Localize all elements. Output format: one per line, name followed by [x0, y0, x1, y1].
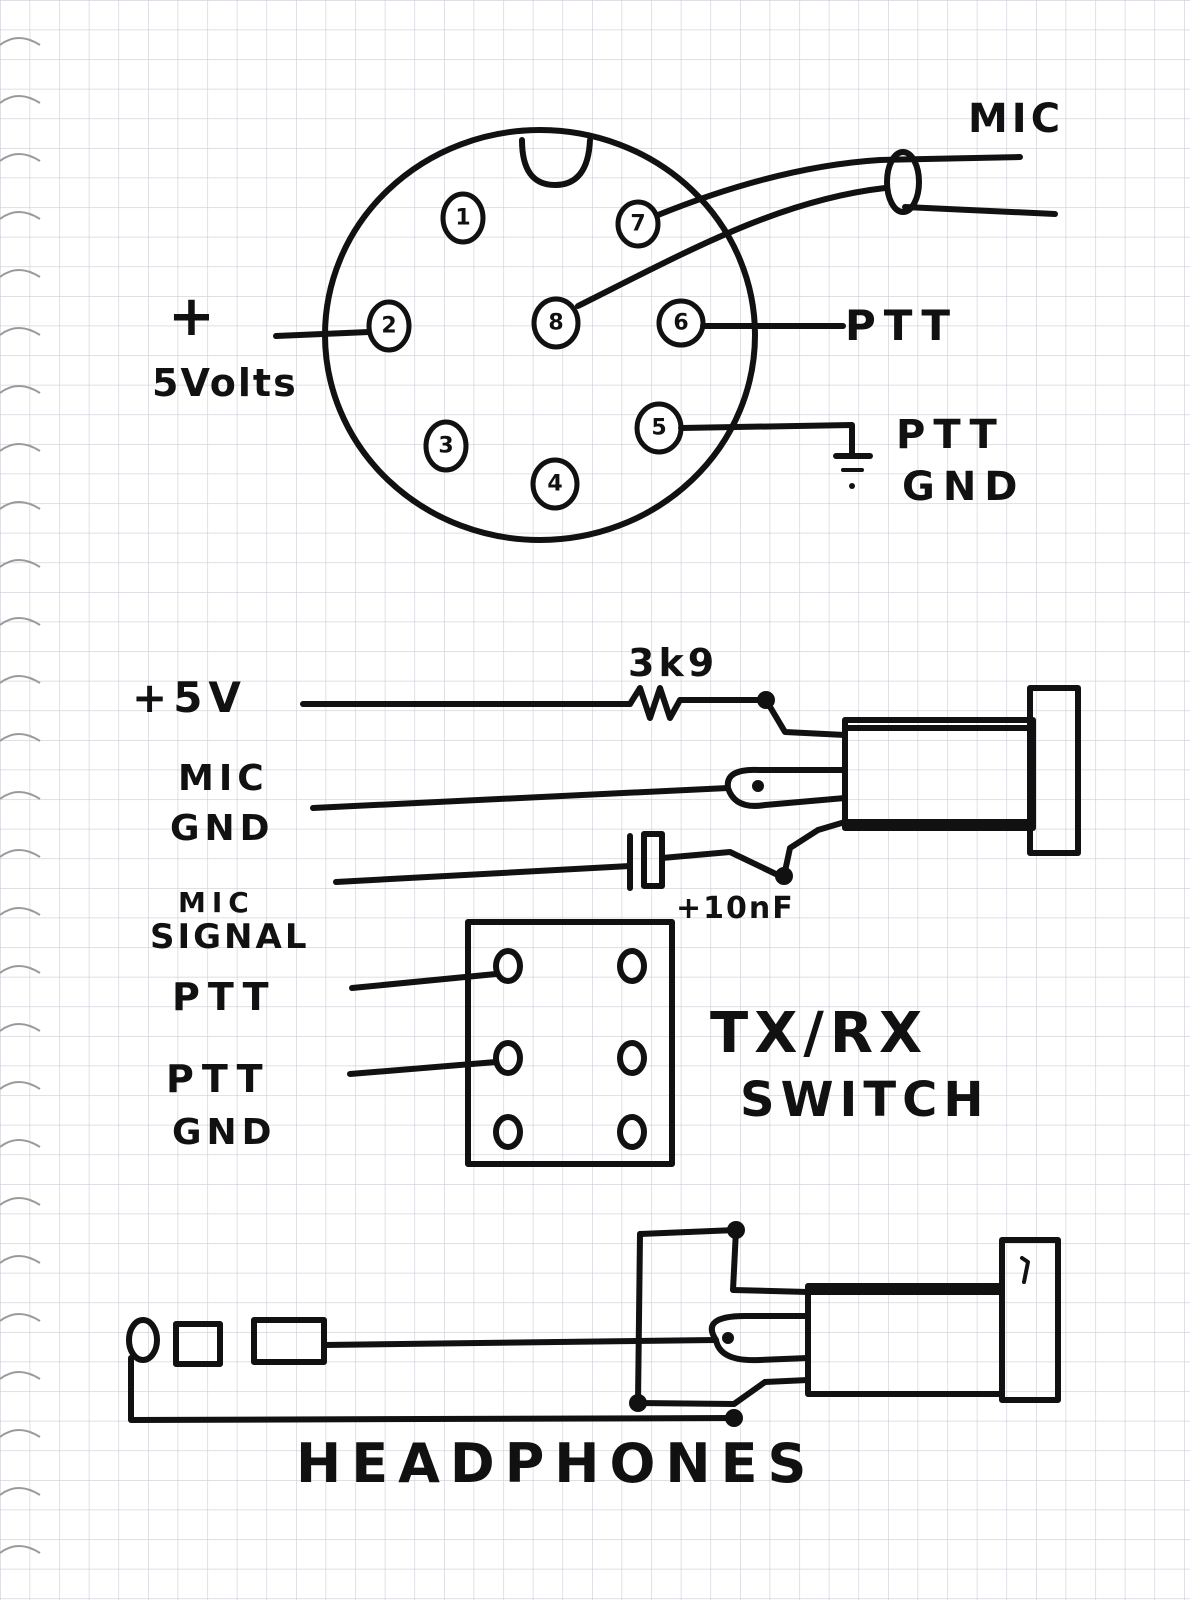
headphone-plug-body-2	[251, 1317, 327, 1365]
pin-5: 5	[634, 401, 684, 455]
pin-2: 2	[366, 299, 412, 353]
pin-4-label: 4	[547, 472, 562, 497]
switch-label: SWITCH	[740, 1072, 990, 1128]
pin-4: 4	[530, 457, 580, 511]
mic-jack-circuit: +5V 3k9 MIC GND MIC SIGNAL +10nF	[132, 641, 1081, 1167]
headphones-circuit: HEADPHONES	[126, 1221, 1061, 1495]
five-volts-label: 5Volts	[152, 361, 298, 405]
switch-contact-4	[617, 1040, 647, 1076]
tx-rx-label: TX/RX	[710, 1001, 928, 1066]
wire-pin5-to-ground	[678, 422, 855, 458]
spiral-binding	[0, 37, 41, 1554]
switch-contact-2	[617, 948, 647, 984]
headphone-jack-flange	[999, 1237, 1061, 1403]
switch-ptt-gnd-label-line1: PTT	[166, 1057, 271, 1101]
switch-contact-6	[617, 1114, 647, 1150]
pin-3-label: 3	[438, 434, 453, 459]
pin-7-label: 7	[630, 212, 645, 237]
mic-jack-ring-contact	[724, 766, 848, 809]
pin-3: 3	[423, 419, 469, 473]
plus-label: +	[168, 284, 219, 349]
wire-pin8-to-mic	[575, 185, 888, 309]
wire-plug-ground	[128, 1355, 737, 1423]
wire-mic-gnd	[310, 785, 731, 811]
pin-2-label: 2	[381, 314, 396, 339]
headphone-plug-ring	[126, 1317, 160, 1363]
switch-ptt-gnd-label-line2: GND	[172, 1112, 277, 1153]
headphone-ring-contact-dot	[722, 1332, 734, 1344]
pin-6: 6	[656, 298, 706, 348]
mic-gnd-label-line1: MIC	[178, 758, 269, 799]
mic-jack-flange	[1027, 685, 1081, 856]
ptt-gnd-label-line1: PTT	[896, 412, 1005, 458]
pin-1: 1	[440, 191, 486, 245]
wire-pin7-to-mic	[655, 154, 1023, 218]
pin-6-label: 6	[673, 311, 688, 336]
wire-bridge-vertical-left	[635, 1231, 643, 1406]
resistor-label: 3k9	[628, 641, 718, 685]
plus-5v-label: +5V	[132, 673, 247, 722]
switch-contacts	[493, 948, 647, 1150]
wire-bridge-top	[637, 1227, 739, 1237]
wire-capacitor-to-sleeve	[781, 819, 848, 879]
mic-cable-sleeve	[884, 149, 922, 215]
switch-contact-3	[493, 1040, 523, 1076]
switch-contact-5	[493, 1114, 523, 1150]
switch-ptt-label: PTT	[172, 975, 277, 1019]
wire-top-to-tip	[730, 1227, 811, 1295]
connector-key-notch	[519, 137, 593, 188]
connector-diagram: 1 2 3 4 5 6 7 8	[152, 96, 1064, 543]
headphone-jack-inner-mark	[1020, 1256, 1030, 1284]
capacitor-10nf	[627, 831, 783, 891]
ground-icon	[833, 453, 873, 489]
wire-resistor-to-tip	[763, 697, 848, 738]
tx-rx-switch-body	[465, 919, 675, 1167]
pin-7: 7	[615, 199, 661, 249]
wire-mic-signal	[333, 863, 633, 885]
wire-5v-to-pin2	[273, 329, 372, 339]
junction-bottom-right	[725, 1409, 743, 1427]
mic-signal-label-line1: MIC	[178, 886, 255, 919]
mic-label: MIC	[968, 96, 1064, 142]
mic-signal-label-line2: SIGNAL	[150, 917, 309, 957]
wire-ptt-to-switch	[349, 971, 499, 991]
wire-bottom-to-sleeve	[635, 1377, 811, 1407]
resistor-3k9	[627, 685, 768, 721]
headphone-plug-body-1	[173, 1321, 223, 1367]
pin-5-label: 5	[651, 416, 666, 441]
ptt-gnd-label-line2: GND	[902, 464, 1026, 510]
wire-ptt-gnd-to-switch	[347, 1059, 499, 1077]
mic-gnd-label-line2: GND	[170, 808, 275, 849]
capacitor-label: +10nF	[676, 891, 795, 926]
headphone-jack-ring-contact	[708, 1313, 811, 1364]
wire-plug-tip	[321, 1337, 719, 1348]
switch-contact-1	[493, 948, 523, 984]
ptt-label: PTT	[845, 301, 958, 350]
headphones-label: HEADPHONES	[296, 1432, 816, 1495]
pin-8-label: 8	[548, 311, 563, 336]
pin-1-label: 1	[455, 206, 470, 231]
ring-contact-dot	[752, 780, 764, 792]
pin-8: 8	[531, 296, 581, 350]
wire-mic-shield	[902, 204, 1058, 217]
